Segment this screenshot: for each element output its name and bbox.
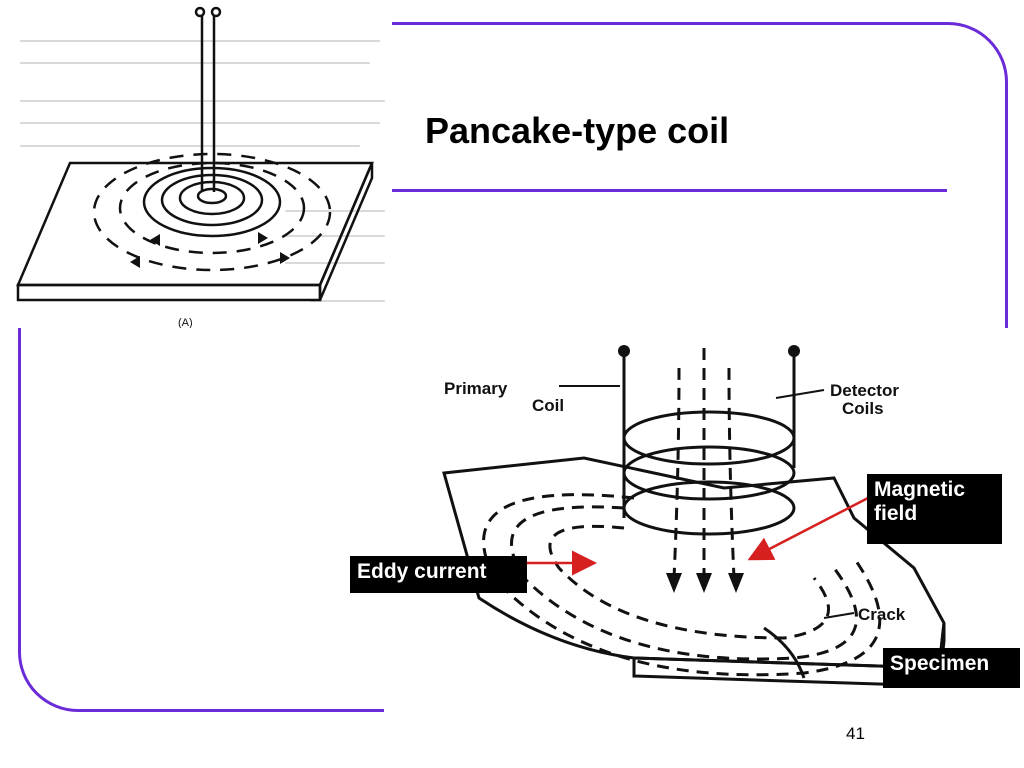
coil-ring	[196, 187, 228, 205]
faint-text-line	[285, 235, 385, 237]
crack-leader	[823, 612, 855, 619]
page-number: 41	[846, 724, 865, 743]
coils-label: Coils	[842, 399, 884, 418]
coil-ring	[178, 180, 246, 216]
coil-label: Coil	[532, 396, 564, 415]
plate-front	[16, 283, 322, 302]
eddy-current-drawing: Primary Coil Detector Coils Crack	[442, 345, 946, 688]
eddy-loop	[510, 505, 858, 661]
eddy-arrow	[150, 234, 160, 246]
detector-leader	[775, 389, 825, 399]
field-line	[672, 367, 681, 579]
faint-text-line	[285, 210, 385, 212]
lead-terminal	[618, 345, 630, 357]
faint-text-line	[20, 122, 380, 124]
pancake-coil-drawing: (A)	[16, 6, 374, 328]
field-arrow	[728, 573, 744, 593]
plate-side	[318, 162, 374, 301]
coil-ring	[160, 173, 264, 227]
caption-fragment: (A)	[178, 317, 193, 328]
pancake-coil-figure: (A)	[0, 0, 392, 328]
primary-label: Primary	[444, 379, 508, 398]
slide-title: Pancake-type coil	[425, 110, 730, 151]
eddy-loop	[92, 152, 332, 272]
faint-text-line	[20, 62, 370, 64]
eddy-loop	[548, 524, 831, 640]
magnetic-field-label: Magnetic field	[867, 474, 1002, 544]
lead-terminal	[194, 6, 206, 18]
title-underline	[385, 189, 947, 192]
eddy-arrow	[130, 256, 140, 268]
field-line	[727, 367, 736, 579]
detector-label: Detector	[830, 381, 899, 400]
detector-coil	[622, 410, 796, 466]
eddy-arrow	[280, 252, 290, 264]
eddy-current-label: Eddy current	[350, 556, 527, 593]
coil-ring	[142, 166, 282, 238]
lead-terminal	[788, 345, 800, 357]
lead-terminal	[210, 6, 222, 18]
eddy-loop	[482, 493, 882, 677]
field-arrow	[666, 573, 682, 593]
faint-text-line	[310, 300, 385, 302]
faint-text-line	[20, 40, 380, 42]
crack-label: Crack	[858, 605, 906, 624]
eddy-loop	[118, 161, 306, 255]
specimen-label: Specimen	[883, 648, 1020, 688]
eddy-arrow	[258, 232, 268, 244]
faint-text-line	[20, 145, 360, 147]
detector-coil	[622, 445, 796, 501]
field-arrow	[696, 573, 712, 593]
primary-coil	[622, 480, 796, 536]
